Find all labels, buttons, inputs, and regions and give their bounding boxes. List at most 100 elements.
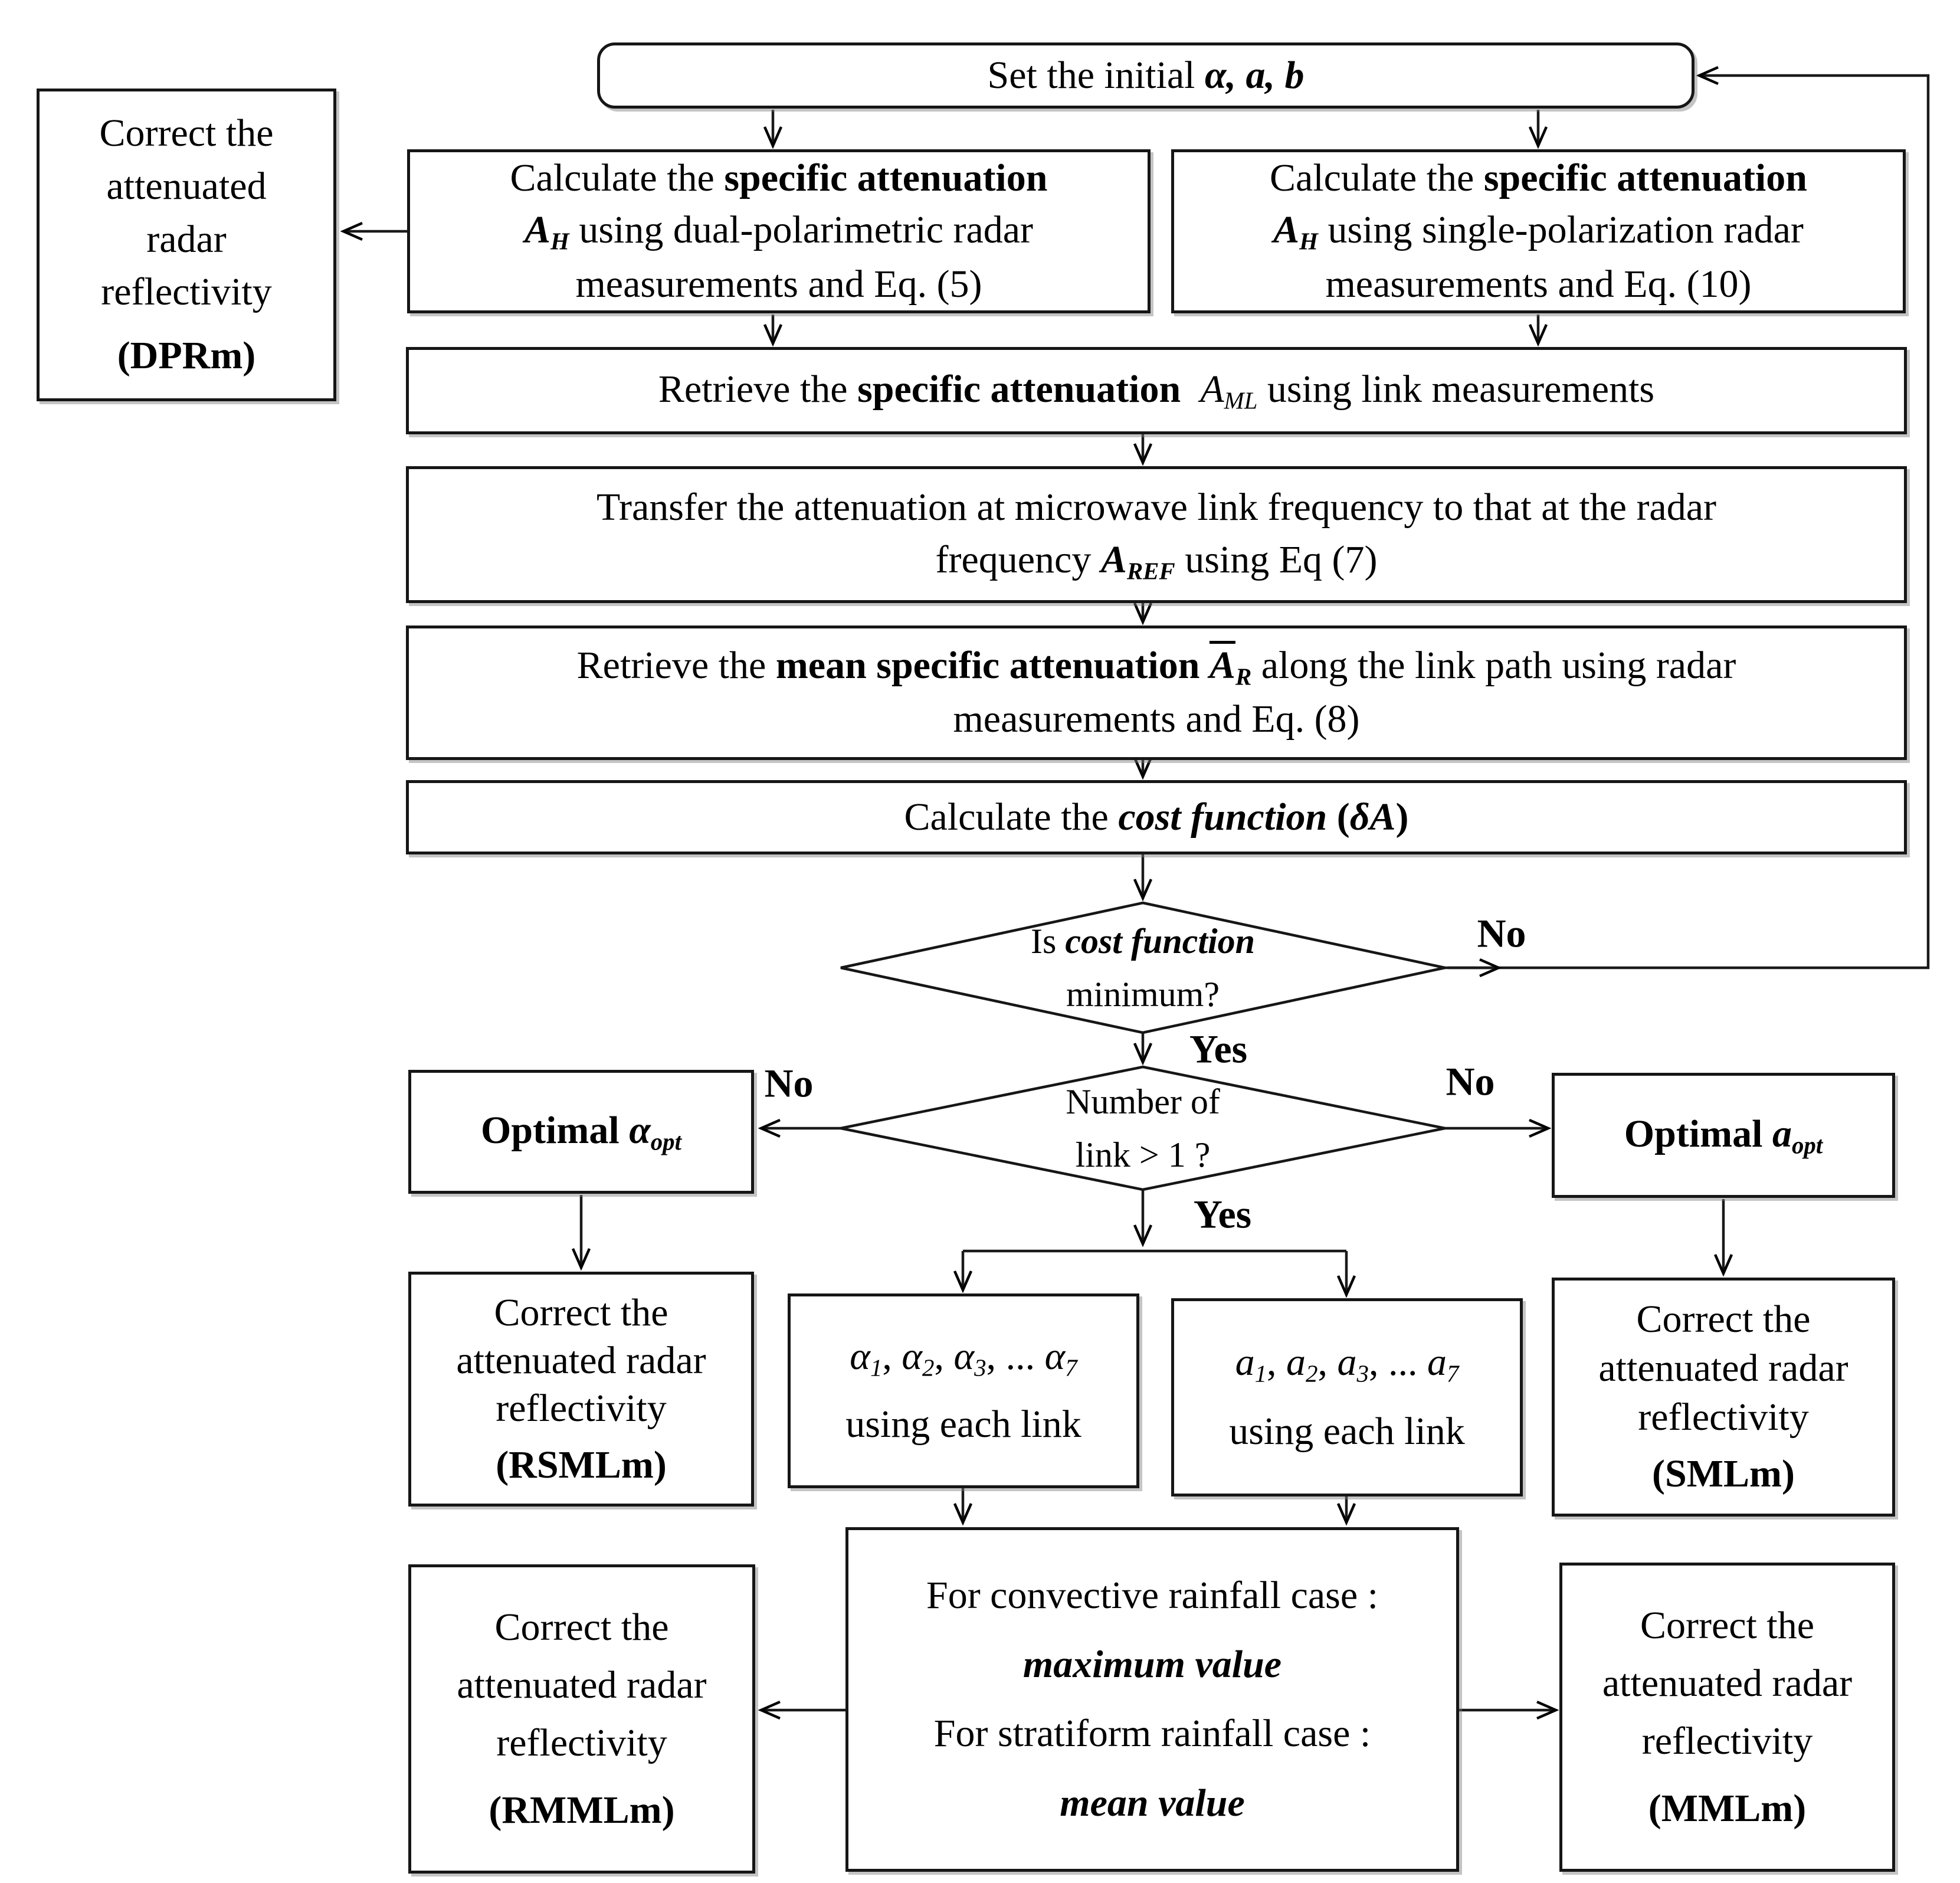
feedback-line-no-to-start	[1445, 76, 1930, 970]
node-rainfall-case-selection: For convective rainfall case : maximum v…	[845, 1527, 1459, 1872]
text-line: measurements and Eq. (10)	[1325, 258, 1751, 310]
text-run: ,	[934, 1334, 954, 1378]
math-subscript: 7	[1065, 1354, 1077, 1381]
node-calc-specific-attenuation-single: Calculate the specific attenuation AH us…	[1171, 149, 1906, 313]
text-line: Calculate the specific attenuation	[510, 152, 1048, 204]
node-optimal-alpha: Optimal αopt	[408, 1070, 754, 1194]
text-line: reflectivity	[1638, 1396, 1809, 1439]
text-run: reflectivity	[496, 1721, 667, 1764]
text-line: AH using dual-polarimetric radar	[525, 204, 1033, 258]
text-run: reflectivity	[101, 270, 272, 314]
text-line: reflectivity	[101, 271, 272, 314]
text-run: along the link path using radar	[1251, 644, 1736, 687]
text-run: Retrieve the	[658, 368, 858, 411]
text-run: Correct the	[494, 1605, 669, 1649]
text-run: reflectivity	[1641, 1719, 1813, 1763]
text-run: (MMLm)	[1648, 1786, 1807, 1830]
math-subscript: 3	[1356, 1360, 1369, 1387]
text-line: mean value	[1060, 1782, 1244, 1825]
math-subscript: REF	[1126, 558, 1175, 585]
node-correct-reflectivity-dprm: Correct the attenuated radar reflectivit…	[37, 89, 336, 401]
text-run: maximum value	[1022, 1643, 1282, 1686]
math-var: a	[1235, 1340, 1255, 1384]
math-var: A	[1200, 368, 1224, 411]
text-line: frequency AREF using Eq (7)	[935, 534, 1377, 588]
text-line: Is cost function	[1031, 915, 1255, 968]
math-var-overline: A	[1209, 644, 1235, 687]
text-line: Retrieve the specific attenuation AML us…	[658, 363, 1654, 417]
math-subscript: 1	[870, 1354, 883, 1381]
text-run: (RMMLm)	[489, 1788, 675, 1832]
text-line: Correct the	[494, 1606, 668, 1649]
node-a-values-each-link: a1, a2, a3, ... a7 using each link	[1171, 1298, 1523, 1496]
text-run: , ...	[986, 1334, 1045, 1378]
text-run: attenuated radar	[456, 1339, 706, 1383]
text-run: link > 1 ?	[1075, 1135, 1211, 1174]
decision-number-of-links: Number of link > 1 ?	[841, 1067, 1445, 1190]
node-retrieve-attenuation-link: Retrieve the specific attenuation AML us…	[406, 347, 1907, 434]
math-var: δA	[1349, 795, 1396, 839]
text-run: measurements and Eq. (8)	[953, 697, 1360, 741]
math-subscript: ML	[1224, 387, 1258, 414]
text-line: attenuated radar	[456, 1339, 706, 1383]
text-line: minimum?	[1066, 968, 1220, 1021]
branch-label-no-left: No	[764, 1060, 814, 1106]
text-line: attenuated radar	[1598, 1347, 1848, 1390]
text-run: Correct the	[494, 1291, 668, 1334]
text-run: attenuated radar	[1598, 1346, 1848, 1390]
text-line: using each link	[1229, 1410, 1465, 1453]
text-line: Correct the	[1636, 1298, 1810, 1341]
math-var: a	[1772, 1112, 1792, 1156]
node-acronym-label: (SMLm)	[1652, 1452, 1795, 1496]
node-alpha-values-each-link: α1, α2, α3, ... α7 using each link	[788, 1293, 1139, 1488]
node-acronym-label: (RMMLm)	[489, 1789, 674, 1832]
math-var: A	[1273, 208, 1300, 252]
math-subscript: 2	[922, 1354, 935, 1381]
text-run: reflectivity	[1638, 1395, 1809, 1439]
text-run: using link measurements	[1257, 368, 1655, 411]
text-run: measurements and Eq. (10)	[1325, 262, 1752, 306]
text-run: specific attenuation	[1483, 156, 1807, 199]
text-run: ,	[882, 1334, 902, 1378]
text-line: For stratiform rainfall case :	[934, 1712, 1371, 1756]
node-acronym-label: (MMLm)	[1648, 1787, 1807, 1830]
node-acronym-label: (DPRm)	[117, 334, 256, 378]
text-run: (RSMLm)	[496, 1443, 667, 1486]
text-line: using each link	[845, 1403, 1081, 1446]
text-run: )	[1395, 795, 1409, 839]
node-correct-reflectivity-smlm: Correct the attenuated radar reflectivit…	[1552, 1278, 1895, 1517]
text-line: Set the initial α, a, b	[988, 50, 1305, 101]
text-run: , ...	[1368, 1340, 1427, 1384]
math-subscript: R	[1235, 663, 1252, 690]
text-run: attenuated radar	[1602, 1661, 1853, 1705]
math-subscript: 3	[974, 1354, 986, 1381]
text-line: measurements and Eq. (8)	[953, 693, 1359, 745]
text-run: attenuated	[106, 164, 267, 208]
text-line: measurements and Eq. (5)	[575, 258, 982, 310]
text-run: measurements and Eq. (5)	[575, 262, 982, 306]
decision-cost-function-minimum: Is cost function minimum?	[841, 903, 1445, 1033]
text-run: α, a, b	[1204, 53, 1305, 97]
text-run: mean value	[1060, 1781, 1245, 1825]
math-var: α	[850, 1334, 870, 1378]
text-run: reflectivity	[496, 1387, 667, 1430]
text-run: Number of	[1066, 1082, 1220, 1121]
node-correct-reflectivity-rsmlm: Correct the attenuated radar reflectivit…	[408, 1272, 754, 1507]
node-transfer-attenuation-frequency: Transfer the attenuation at microwave li…	[406, 466, 1907, 603]
math-var: α	[902, 1334, 923, 1378]
text-run: using Eq (7)	[1175, 538, 1378, 581]
text-line: Correct the	[494, 1291, 668, 1335]
text-run: For convective rainfall case :	[926, 1573, 1378, 1617]
math-subscript: 1	[1254, 1360, 1267, 1387]
math-var: A	[524, 208, 550, 252]
text-line: Calculate the specific attenuation	[1270, 152, 1807, 204]
text-run: (DPRm)	[117, 334, 256, 378]
text-line: AH using single-polarization radar	[1273, 204, 1804, 258]
math-var: a	[1337, 1340, 1357, 1384]
diamond-links-shape	[840, 1065, 1446, 1191]
text-run: Calculate the	[1270, 156, 1484, 199]
math-subscript: opt	[650, 1128, 681, 1155]
text-run: radar	[146, 217, 227, 261]
text-line: α1, α2, α3, ... α7	[850, 1335, 1077, 1381]
